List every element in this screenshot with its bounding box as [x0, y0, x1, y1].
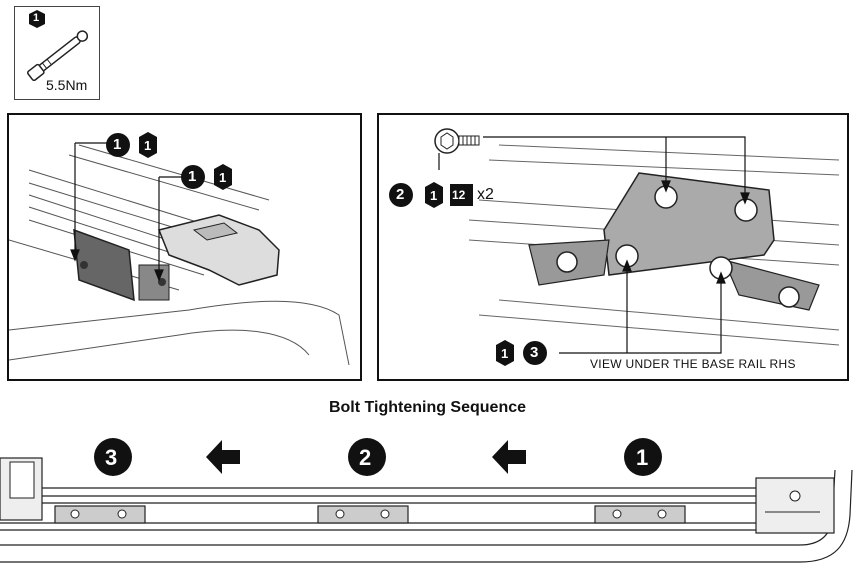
callout-2-hex: 1	[219, 170, 227, 185]
sequence-step-1: 1	[636, 445, 649, 470]
callout-top-square: 12	[452, 188, 466, 202]
screw-quantity: x2	[477, 186, 494, 203]
left-arrow-icon	[206, 440, 240, 474]
base-rail-underside-illustration	[389, 128, 840, 366]
torque-wrench-box: 1	[14, 6, 100, 100]
tool-badge-number: 1	[33, 12, 40, 24]
callout-2-circle: 1	[188, 168, 197, 185]
sequence-title: Bolt Tightening Sequence	[328, 399, 527, 416]
sequence-step-3: 3	[105, 445, 118, 470]
left-arrow-icon	[492, 440, 526, 474]
rail-end-detail-panel: 1 1 1 1	[7, 113, 362, 381]
torque-wrench-icon	[26, 10, 89, 82]
torque-value: 5.5Nm	[46, 77, 88, 93]
base-rail-underside-panel: 2 1 12 1 3	[377, 113, 849, 381]
callout-1-hex: 1	[144, 138, 152, 153]
rail-end-illustration	[9, 132, 350, 366]
callout-top-circle: 2	[396, 186, 405, 203]
callout-bottom-circle: 3	[530, 344, 539, 361]
callout-1-circle: 1	[113, 136, 122, 153]
callout-top-hex: 1	[430, 188, 438, 203]
sequence-step-2: 2	[359, 445, 372, 470]
callout-bottom-hex: 1	[501, 346, 509, 361]
view-note: VIEW UNDER THE BASE RAIL RHS	[590, 357, 796, 371]
